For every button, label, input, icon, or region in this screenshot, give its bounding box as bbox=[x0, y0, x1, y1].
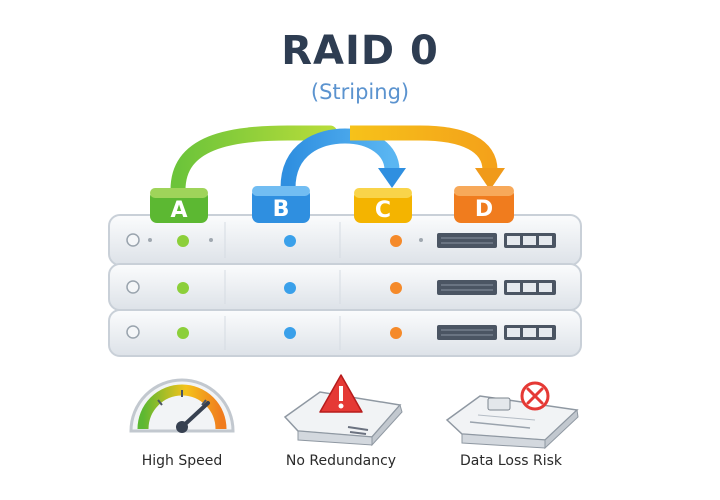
power-button bbox=[126, 325, 140, 339]
status-led bbox=[177, 282, 189, 294]
page-subtitle: (Striping) bbox=[310, 80, 410, 104]
arrow-blue-head bbox=[378, 168, 406, 188]
disk-b: B bbox=[252, 186, 310, 223]
status-led bbox=[390, 282, 402, 294]
status-led bbox=[284, 235, 296, 247]
power-button bbox=[126, 233, 140, 247]
power-button bbox=[126, 280, 140, 294]
status-led bbox=[177, 235, 189, 247]
drive-bay bbox=[437, 280, 497, 295]
broken-drive-icon bbox=[445, 381, 579, 450]
page-title: RAID 0 bbox=[281, 28, 439, 74]
server-stack bbox=[108, 214, 582, 357]
drive-bay bbox=[437, 233, 497, 248]
disk-a-label: A bbox=[170, 198, 187, 223]
drive-bay bbox=[437, 325, 497, 340]
warning-drive-icon bbox=[283, 374, 403, 447]
feature-label-no-redundancy: No Redundancy bbox=[285, 453, 397, 469]
arrow-green bbox=[170, 125, 338, 198]
disk-d-label: D bbox=[475, 197, 493, 222]
disk-a: A bbox=[150, 188, 208, 223]
striping-arrows bbox=[170, 125, 505, 198]
server-unit-3 bbox=[108, 309, 582, 357]
status-led bbox=[177, 327, 189, 339]
status-led bbox=[284, 282, 296, 294]
speedometer-icon bbox=[129, 378, 235, 433]
disk-d: D bbox=[454, 186, 514, 223]
arrow-blue bbox=[280, 128, 400, 189]
disk-b-label: B bbox=[273, 197, 290, 222]
disk-c-label: C bbox=[375, 198, 391, 223]
arrow-yellow-head bbox=[475, 168, 505, 190]
feature-label-high-speed: High Speed bbox=[141, 453, 223, 469]
disk-c: C bbox=[354, 188, 412, 223]
server-unit-1 bbox=[108, 214, 582, 266]
status-led bbox=[390, 327, 402, 339]
status-led bbox=[284, 327, 296, 339]
arrow-yellow bbox=[350, 125, 498, 171]
server-unit-2 bbox=[108, 263, 582, 311]
status-led bbox=[390, 235, 402, 247]
feature-label-data-loss-risk: Data Loss Risk bbox=[459, 453, 563, 469]
